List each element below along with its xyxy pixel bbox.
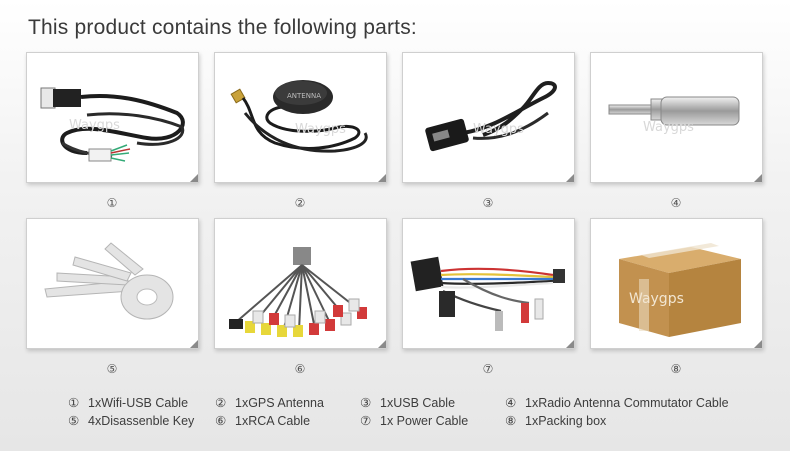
page-fold	[377, 173, 386, 182]
legend-mark: ⑧	[505, 414, 517, 428]
power-cable-image	[410, 256, 565, 331]
legend-item: ① 1xWifi-USB Cable	[68, 395, 188, 410]
legend-label: 4xDisassenble Key	[88, 414, 195, 428]
card-radio-antenna-adapter: Waygps	[590, 52, 763, 183]
card-rca-cable	[214, 218, 387, 349]
page-fold	[565, 339, 574, 348]
packing-box-image: Waygps	[619, 243, 741, 337]
disassemble-key-image	[44, 242, 174, 320]
page-fold	[377, 339, 386, 348]
watermark-1: Waygps	[69, 118, 120, 133]
legend-label: 1xGPS Antenna	[235, 396, 324, 410]
antenna-print: ANTENNA	[287, 92, 321, 100]
page-fold	[189, 173, 198, 182]
legend-label: 1x Power Cable	[380, 414, 469, 428]
card-number-6: ⑥	[294, 362, 306, 376]
page-fold	[565, 173, 574, 182]
legend-item: ③ 1xUSB Cable	[360, 395, 455, 410]
card-number-5: ⑤	[106, 362, 118, 376]
card-power-cable	[402, 218, 575, 349]
gps-antenna-image: ANTENNA Waygps	[230, 80, 368, 153]
wifi-usb-cable-image: Waygps	[40, 87, 185, 162]
card-number-2: ②	[294, 196, 306, 210]
watermark-8: Waygps	[629, 291, 684, 307]
watermark-4: Waygps	[643, 120, 694, 135]
page-fold	[753, 173, 762, 182]
legend-item: ④ 1xRadio Antenna Commutator Cable	[505, 395, 729, 410]
card-usb-cable: Waygps	[402, 52, 575, 183]
card-number-1: ①	[106, 196, 118, 210]
watermark-2: Waygps	[295, 122, 346, 137]
legend-mark: ③	[360, 396, 372, 410]
card-packing-box: Waygps	[590, 218, 763, 349]
legend-mark: ⑦	[360, 414, 372, 428]
rca-cable-image	[229, 247, 367, 337]
card-gps-antenna: ANTENNA Waygps	[214, 52, 387, 183]
usb-cable-image: Waygps	[425, 80, 557, 152]
page-fold	[753, 339, 762, 348]
legend-label: 1xRadio Antenna Commutator Cable	[525, 396, 729, 410]
watermark-3: Waygps	[473, 122, 524, 137]
card-disassemble-key	[26, 218, 199, 349]
legend-item: ⑦ 1x Power Cable	[360, 413, 468, 428]
legend-label: 1xRCA Cable	[235, 414, 311, 428]
legend-mark: ④	[505, 396, 517, 410]
card-wifi-usb-cable: Waygps	[26, 52, 199, 183]
page-title: This product contains the following part…	[28, 16, 417, 39]
card-number-4: ④	[670, 196, 682, 210]
legend-mark: ⑥	[215, 414, 227, 428]
radio-antenna-adapter-image: Waygps	[608, 96, 740, 135]
page-fold	[189, 339, 198, 348]
card-number-3: ③	[482, 196, 494, 210]
card-number-8: ⑧	[670, 362, 682, 376]
legend-item: ⑧ 1xPacking box	[505, 413, 606, 428]
legend-item: ⑤ 4xDisassenble Key	[68, 413, 194, 428]
legend-item: ② 1xGPS Antenna	[215, 395, 324, 410]
legend-label: 1xUSB Cable	[380, 396, 456, 410]
legend-mark: ⑤	[68, 414, 80, 428]
card-number-7: ⑦	[482, 362, 494, 376]
legend-mark: ①	[68, 396, 80, 410]
legend-mark: ②	[215, 396, 227, 410]
legend-item: ⑥ 1xRCA Cable	[215, 413, 310, 428]
legend-label: 1xPacking box	[525, 414, 607, 428]
legend-label: 1xWifi-USB Cable	[88, 396, 189, 410]
